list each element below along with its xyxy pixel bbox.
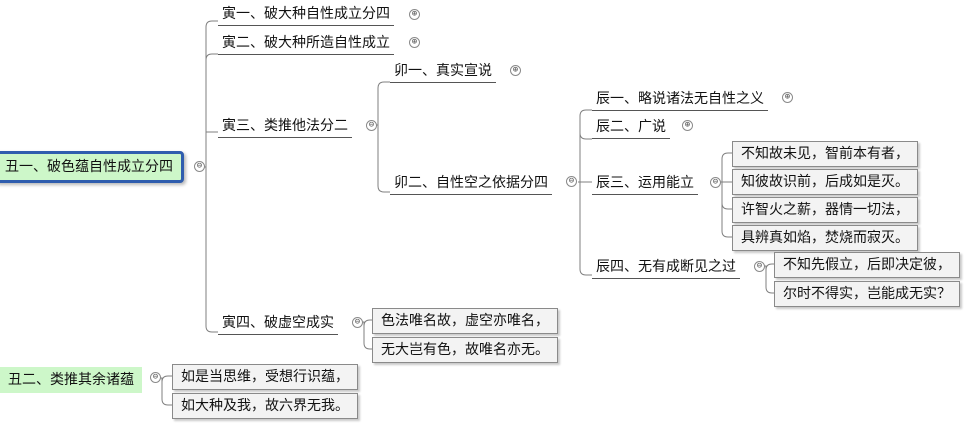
root-topic-chou1[interactable]: 丑一、破色蕴自性成立分四 — [0, 151, 184, 183]
verse-box[interactable]: 尔时不得实，岂能成无实？ — [774, 281, 960, 307]
expand-toggle-icon[interactable]: ⊕ — [409, 9, 420, 20]
collapse-toggle-icon[interactable]: ⊖ — [710, 177, 721, 188]
topic-chen2[interactable]: 辰二、广说 — [592, 116, 670, 139]
collapse-toggle-icon[interactable]: ⊖ — [150, 372, 161, 383]
collapse-toggle-icon[interactable]: ⊖ — [194, 161, 205, 172]
collapse-toggle-icon[interactable]: ⊖ — [352, 317, 363, 328]
expand-toggle-icon[interactable]: ⊕ — [682, 120, 693, 131]
verse-box[interactable]: 如是当思维，受想行识蕴， — [172, 364, 358, 390]
topic-chen4[interactable]: 辰四、无有成断见之过 — [592, 256, 740, 279]
topic-yin4[interactable]: 寅四、破虚空成实 — [218, 312, 338, 335]
verse-box[interactable]: 色法唯名故，虚空亦唯名， — [372, 308, 558, 334]
root-topic-chou2[interactable]: 丑二、类推其余诸蕴 — [0, 367, 142, 393]
collapse-toggle-icon[interactable]: ⊖ — [754, 261, 765, 272]
verse-box[interactable]: 不知故未见，智前本有者， — [732, 141, 918, 167]
verse-box[interactable]: 不知先假立，后即决定彼， — [774, 252, 960, 278]
topic-mao1[interactable]: 卯一、真实宣说 — [390, 60, 496, 83]
topic-yin2[interactable]: 寅二、破大种所造自性成立 — [218, 32, 394, 55]
verse-box[interactable]: 如大种及我，故六界无我。 — [172, 393, 358, 419]
verse-box[interactable]: 许智火之薪，器情一切法， — [732, 197, 918, 223]
verse-box[interactable]: 无大岂有色，故唯名亦无。 — [372, 337, 558, 363]
verse-box[interactable]: 知彼故识前，后成如是灭。 — [732, 169, 918, 195]
expand-toggle-icon[interactable]: ⊕ — [409, 37, 420, 48]
collapse-toggle-icon[interactable]: ⊖ — [366, 120, 377, 131]
topic-chen1[interactable]: 辰一、略说诸法无自性之义 — [592, 88, 768, 111]
topic-yin3[interactable]: 寅三、类推他法分二 — [218, 115, 352, 138]
verse-box[interactable]: 具辨真如焰，焚烧而寂灭。 — [732, 225, 918, 251]
topic-mao2[interactable]: 卯二、自性空之依据分四 — [390, 172, 552, 195]
expand-toggle-icon[interactable]: ⊕ — [782, 92, 793, 103]
topic-chen3[interactable]: 辰三、运用能立 — [592, 172, 698, 195]
collapse-toggle-icon[interactable]: ⊖ — [566, 176, 577, 187]
expand-toggle-icon[interactable]: ⊕ — [510, 65, 521, 76]
topic-yin1[interactable]: 寅一、破大种自性成立分四 — [218, 3, 394, 26]
